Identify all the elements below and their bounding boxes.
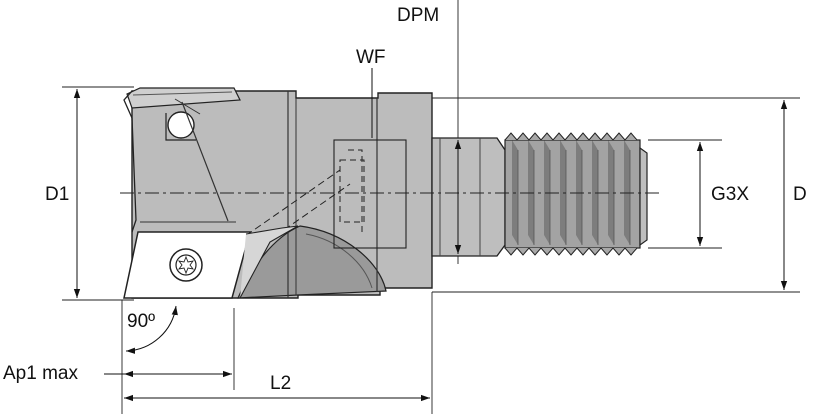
g3x-label: G3X [711, 184, 750, 205]
wf-label: WF [356, 47, 386, 68]
d-label: D [793, 184, 807, 205]
dpm-label: DPM [397, 5, 440, 26]
d1-label: D1 [45, 184, 70, 205]
coolant-hole [167, 111, 195, 139]
ap1-max-label: Ap1 max [3, 363, 78, 384]
l2-label: L2 [270, 373, 292, 394]
chip-flute [237, 225, 387, 299]
angle-arc [125, 305, 178, 354]
angle-label: 90º [127, 311, 156, 332]
thread [504, 139, 641, 249]
shank-collar [431, 137, 506, 257]
